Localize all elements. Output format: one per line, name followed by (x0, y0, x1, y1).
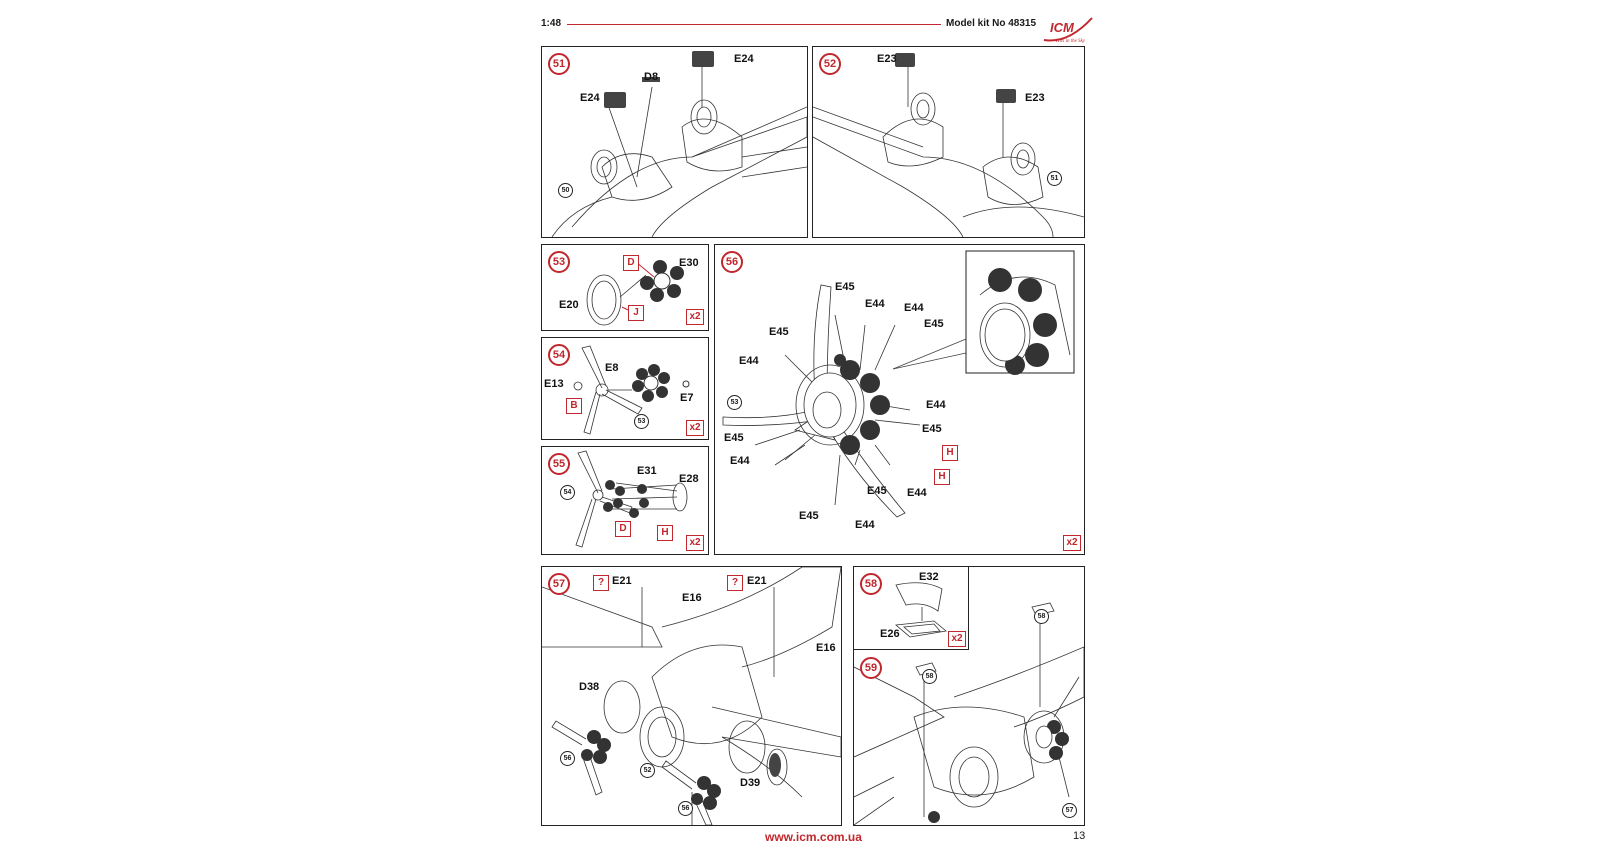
step-59-illustration (854, 602, 1084, 825)
part-label: E23 (877, 53, 897, 65)
part-code-box: H (657, 525, 673, 541)
part-label: E26 (880, 628, 900, 640)
page-number: 13 (1073, 830, 1086, 842)
step-52-panel: 52 E23 E23 51 (812, 46, 1085, 238)
step-54-panel: 54 E8 E13 B E7 53 x2 (541, 337, 709, 440)
step-55-illustration (575, 450, 688, 548)
step-53-panel: 53 D E30 E20 J x2 (541, 244, 709, 331)
part-label: E44 (926, 399, 946, 411)
step-number: 52 (819, 53, 841, 75)
step-reference: 56 (560, 751, 575, 766)
part-code-box: B (566, 398, 582, 414)
step-number: 55 (548, 453, 570, 475)
part-label: E44 (730, 455, 750, 467)
part-label: E8 (605, 362, 619, 374)
step-58-59-panel: 58 E32 E26 x2 59 58 58 57 (853, 566, 1085, 826)
part-label: E44 (865, 298, 885, 310)
step-51-panel: 51 E24 D8 E24 50 (541, 46, 808, 238)
part-label: E45 (924, 318, 944, 330)
part-label: E44 (907, 487, 927, 499)
part-label: E16 (682, 592, 702, 604)
part-label: E30 (679, 257, 699, 269)
part-label: E21 (747, 575, 767, 587)
step-number: 59 (860, 657, 882, 679)
part-label: E45 (799, 510, 819, 522)
step-number: 54 (548, 344, 570, 366)
step-54-illustration (573, 345, 690, 435)
step-58-inset: 58 E32 E26 x2 (854, 567, 969, 650)
kit-number: Model kit No 48315 (946, 18, 1037, 29)
part-code-box: ? (727, 575, 743, 591)
quantity-badge: x2 (686, 535, 704, 551)
header-divider (567, 24, 941, 25)
part-label: D39 (740, 777, 761, 789)
step-reference: 50 (558, 183, 573, 198)
step-reference: 53 (634, 414, 649, 429)
step-reference: 57 (1062, 803, 1077, 818)
part-code-box: D (623, 255, 639, 271)
part-label: E45 (922, 423, 942, 435)
step-number: 53 (548, 251, 570, 273)
part-label: E28 (679, 473, 699, 485)
part-label: E20 (559, 299, 579, 311)
part-label: D38 (579, 681, 600, 693)
part-label: E44 (739, 355, 759, 367)
part-label: E45 (867, 485, 887, 497)
step-53-illustration (586, 260, 684, 326)
part-label: E21 (612, 575, 632, 587)
step-51-illustration (551, 51, 807, 237)
step-57-panel: 57 ? E21 ? E21 E16 E16 D38 D39 56 52 56 (541, 566, 842, 826)
part-label: E45 (724, 432, 744, 444)
quantity-badge: x2 (1063, 535, 1081, 551)
part-label: E45 (835, 281, 855, 293)
svg-text:Hits in the Sky: Hits in the Sky (1055, 39, 1086, 44)
step-number: 56 (721, 251, 743, 273)
part-label: E44 (904, 302, 924, 314)
part-label: E44 (855, 519, 875, 531)
step-56-illustration (722, 250, 1075, 518)
step-reference: 51 (1047, 171, 1062, 186)
step-52-illustration (813, 53, 1084, 237)
step-reference: 56 (678, 801, 693, 816)
part-code-box: H (942, 445, 958, 461)
part-label: E24 (580, 92, 600, 104)
part-label: E23 (1025, 92, 1045, 104)
step-number: 57 (548, 573, 570, 595)
step-55-panel: 55 E31 E28 54 D H x2 (541, 446, 709, 555)
step-number: 58 (860, 573, 882, 595)
part-label: E24 (734, 53, 754, 65)
step-57-illustration (542, 567, 841, 825)
part-label: E45 (769, 326, 789, 338)
step-reference: 58 (1034, 609, 1049, 624)
scale-label: 1:48 (541, 18, 562, 29)
step-56-panel: 56 E45 E44 E44 E45 E45 E44 E44 E45 E45 E… (714, 244, 1085, 555)
step-reference: 58 (922, 669, 937, 684)
part-label: E16 (816, 642, 836, 654)
part-label: D8 (644, 71, 659, 83)
part-label: E31 (637, 465, 657, 477)
svg-text:ICM: ICM (1050, 20, 1075, 35)
part-label: E32 (919, 571, 939, 583)
quantity-badge: x2 (686, 420, 704, 436)
part-code-box: H (934, 469, 950, 485)
step-reference: 52 (640, 763, 655, 778)
part-code-box: D (615, 521, 631, 537)
step-number: 51 (548, 53, 570, 75)
part-code-box: J (628, 305, 644, 321)
part-code-box: ? (593, 575, 609, 591)
icm-logo: ICM Hits in the Sky (1042, 14, 1094, 46)
part-label: E13 (544, 378, 564, 390)
quantity-badge: x2 (948, 631, 966, 647)
step-58-illustration (895, 582, 947, 638)
step-reference: 53 (727, 395, 742, 410)
quantity-badge: x2 (686, 309, 704, 325)
step-reference: 54 (560, 485, 575, 500)
website-link[interactable]: www.icm.com.ua (765, 830, 862, 844)
part-label: E7 (680, 392, 694, 404)
